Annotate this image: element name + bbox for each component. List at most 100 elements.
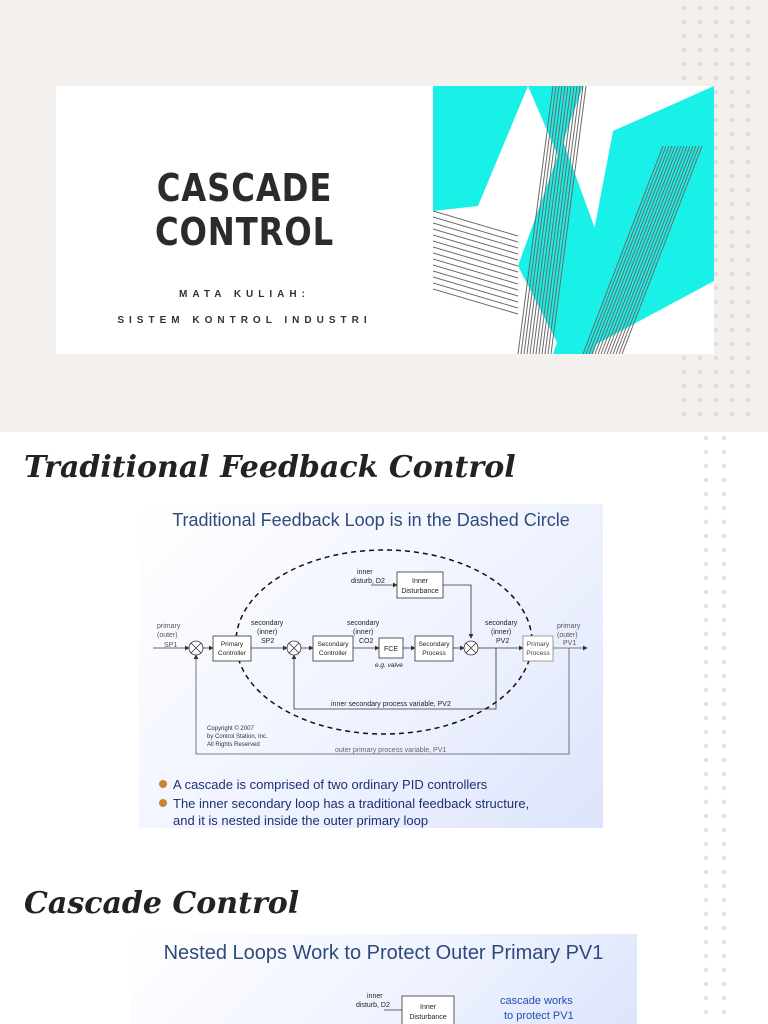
decor-dot [729,75,735,81]
svg-text:Secondary: Secondary [317,641,349,648]
decor-dot [721,967,727,973]
decor-dot [681,369,687,375]
decor-dot [721,869,727,875]
decor-dot [713,173,719,179]
decor-dot [703,701,709,707]
decor-dot [729,61,735,67]
decor-dot [721,841,727,847]
decor-dot [681,397,687,403]
decor-dot [721,547,727,553]
decor-dot [713,327,719,333]
decor-dot [703,897,709,903]
decor-dot [729,173,735,179]
decor-dot [681,355,687,361]
svg-text:inner secondary process variab: inner secondary process variable, PV2 [331,701,451,708]
decor-dot [703,827,709,833]
svg-text:outer primary process variable: outer primary process variable, PV1 [335,747,446,754]
block-diagram: inner disturb, D2 Inner Disturbance prim… [153,549,588,755]
decor-dot [703,617,709,623]
decor-dot [745,89,751,95]
decor-dot [703,659,709,665]
decor-dot [703,491,709,497]
decor-dot [721,953,727,959]
decor-dot [681,383,687,389]
bullet-item-continued: and it is nested inside the outer primar… [173,813,429,828]
svg-text:Primary: Primary [221,641,244,648]
decor-dot [721,449,727,455]
decor-dot [713,411,719,417]
decor-dot [713,131,719,137]
section-title-cascade: Cascade Control [24,886,300,921]
decor-dot [713,313,719,319]
decor-dot [745,397,751,403]
decor-dot [721,883,727,889]
decor-dot [703,967,709,973]
svg-text:cascade works: cascade works [500,995,573,1007]
decor-dot [703,771,709,777]
decor-dot [729,383,735,389]
decor-dot [721,491,727,497]
inner-disturbance-box [396,571,444,599]
decor-dot [703,575,709,581]
decor-dot [729,285,735,291]
decor-dot [745,341,751,347]
decor-dot [703,519,709,525]
decor-dot [721,435,727,441]
decor-dot [729,341,735,347]
main-title-line2: CONTROL [154,210,335,254]
decor-dot [703,953,709,959]
decor-dot [745,117,751,123]
decor-dot [703,981,709,987]
decor-dot [729,327,735,333]
decor-dot [721,855,727,861]
decor-dot [713,201,719,207]
decor-dot [745,229,751,235]
decor-dot [745,327,751,333]
bullet-item: A cascade is comprised of two ordinary P… [159,776,599,793]
svg-text:SP1: SP1 [164,642,177,649]
decor-dot [721,827,727,833]
decor-dot [745,411,751,417]
decor-dot [721,463,727,469]
bullet-list: A cascade is comprised of two ordinary P… [159,776,599,828]
decor-dot [721,645,727,651]
decor-dot [721,533,727,539]
decor-dot [721,715,727,721]
decor-dot [713,243,719,249]
decor-dot [721,743,727,749]
subtitle-course-label: MATA KULIAH: [179,289,310,300]
decor-dot [745,285,751,291]
svg-text:(inner): (inner) [491,629,511,636]
decor-dot [729,243,735,249]
svg-text:FCE: FCE [384,646,398,653]
decor-dot [729,5,735,11]
svg-text:PV1: PV1 [563,640,576,647]
decor-dot [697,19,703,25]
decor-dot [721,477,727,483]
decor-dot [713,257,719,263]
svg-text:primary: primary [557,623,581,630]
decor-dot [721,939,727,945]
decor-dot [703,631,709,637]
svg-text:Process: Process [526,650,550,657]
decor-dot [721,575,727,581]
decor-dot [697,61,703,67]
svg-text:Secondary: Secondary [418,641,450,648]
decor-dot [745,257,751,263]
svg-text:Disturbance: Disturbance [409,1014,446,1021]
decor-dot [703,477,709,483]
traditional-feedback-figure: Traditional Feedback Loop is in the Dash… [139,504,603,828]
decor-dot [713,187,719,193]
svg-text:SP2: SP2 [261,638,274,645]
decor-dot [703,435,709,441]
svg-text:inner: inner [367,993,383,1000]
decor-dot [729,257,735,263]
svg-text:Inner: Inner [412,578,429,585]
subtitle-course-name: SISTEM KONTROL INDUSTRI [117,315,372,326]
decor-dot [729,215,735,221]
decor-dot [729,33,735,39]
decor-dot [703,925,709,931]
decor-dot [697,5,703,11]
decor-dot [697,397,703,403]
svg-text:by Control Station, Inc.: by Control Station, Inc. [207,734,268,740]
